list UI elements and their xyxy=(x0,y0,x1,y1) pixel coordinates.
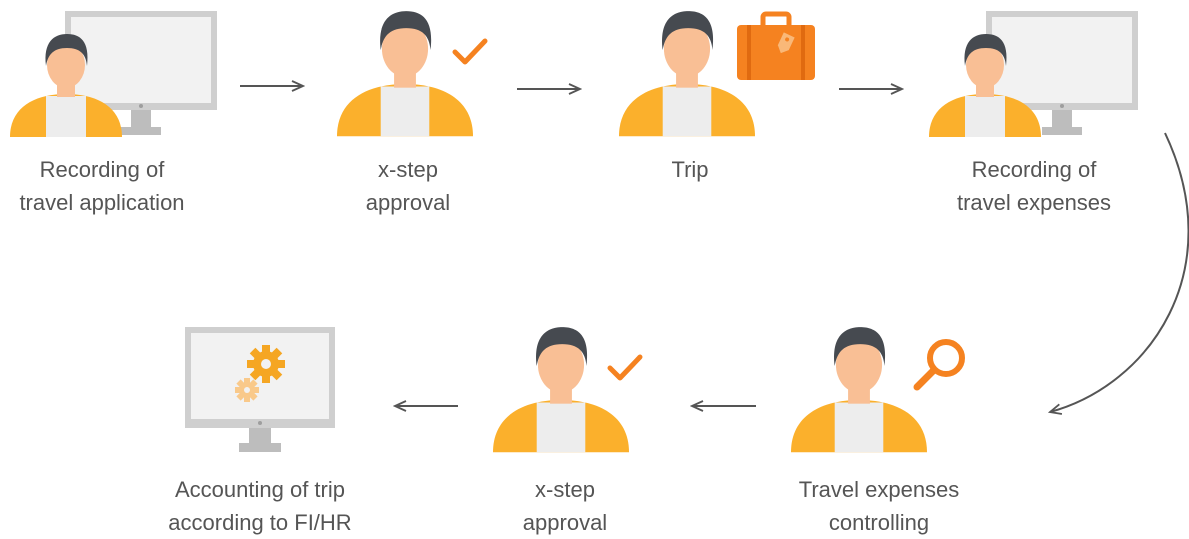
step-label: Recording of travel application xyxy=(19,153,184,219)
suitcase-icon xyxy=(737,14,815,80)
magnifier-icon xyxy=(912,336,968,392)
step-label: Accounting of trip according to FI/HR xyxy=(168,473,351,539)
person-icon xyxy=(619,8,755,137)
step-label: x-step approval xyxy=(523,473,607,539)
step-label-line2: controlling xyxy=(799,506,960,539)
step-label-line1: Recording of xyxy=(957,153,1111,186)
step-label-line1: Travel expenses xyxy=(799,473,960,506)
person-icon xyxy=(493,324,629,453)
step-label-line1: Accounting of trip xyxy=(168,473,351,506)
step-label-line2: travel expenses xyxy=(957,186,1111,219)
person-icon xyxy=(791,324,927,453)
step-label-line2: travel application xyxy=(19,186,184,219)
checkmark-icon xyxy=(607,354,643,382)
step-label-line2: approval xyxy=(523,506,607,539)
person-icon xyxy=(10,32,122,137)
step-label-line2: approval xyxy=(366,186,450,219)
gears-icon xyxy=(228,340,292,410)
step-label-line1: x-step xyxy=(523,473,607,506)
person-icon xyxy=(337,8,473,137)
checkmark-icon xyxy=(452,38,488,66)
step-label-line2: according to FI/HR xyxy=(168,506,351,539)
step-label: x-step approval xyxy=(366,153,450,219)
step-label: Travel expenses controlling xyxy=(799,473,960,539)
step-label-line1: x-step xyxy=(366,153,450,186)
step-label-line1: Recording of xyxy=(19,153,184,186)
step-label: Trip xyxy=(671,153,708,186)
person-icon xyxy=(929,32,1041,137)
step-label-line1: Trip xyxy=(671,153,708,186)
step-label: Recording of travel expenses xyxy=(957,153,1111,219)
